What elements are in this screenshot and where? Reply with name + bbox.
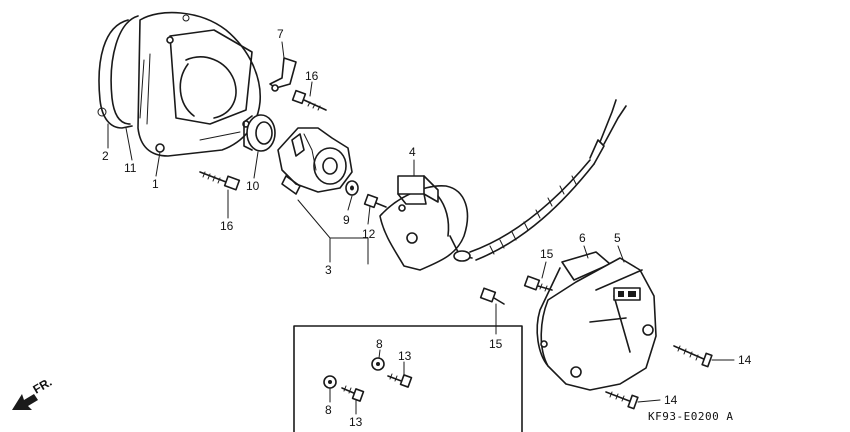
gasket-part [97,14,190,129]
screw-13-a [387,373,413,388]
bolt-15-upper [523,275,553,292]
callout-2: 2 [102,149,109,163]
callout-6: 6 [579,231,586,245]
stator-assembly-part [277,127,353,195]
crankcase-cover-part [137,11,261,157]
screw-12-part [363,193,387,209]
callout-15-upper: 15 [540,247,554,261]
callout-7: 7 [277,27,284,41]
callout-14-lower: 14 [664,393,678,407]
leader-lines [107,41,735,415]
oil-seal-part [243,114,276,152]
callout-3: 3 [325,263,332,277]
callout-16-lower: 16 [220,219,234,233]
callout-1: 1 [152,177,159,191]
inset-box [293,325,523,432]
pulser-coil-part [379,175,473,271]
bolt-14-upper [673,345,713,368]
screw-13-b [341,385,365,402]
callout-15-lower: 15 [489,337,503,351]
callout-8-upper: 8 [376,337,383,351]
bolt-16-lower [199,171,241,191]
drawing-code: KF93-E0200 A [648,410,733,423]
clamp-part [269,57,297,92]
washer-8-a [371,357,385,371]
callout-8-lower: 8 [325,403,332,417]
callout-5: 5 [614,231,621,245]
bolt-16-upper [291,89,327,111]
callout-11: 11 [124,161,137,175]
callout-13-upper: 13 [398,349,412,363]
direction-label: FR. [31,375,55,397]
wire-harness-part [453,99,627,262]
washer-9-part [345,180,359,196]
callout-10: 10 [246,179,260,193]
callout-13-lower: 13 [349,415,363,429]
ignition-cover-part [540,257,657,391]
callout-4: 4 [409,145,416,159]
washer-8-b [323,375,337,389]
bolt-15-lower [479,287,505,305]
callout-14-upper: 14 [738,353,752,367]
callout-12: 12 [362,227,376,241]
arrow-front-icon [12,394,38,410]
bolt-14-lower [605,391,639,410]
callout-9: 9 [343,213,350,227]
callout-16-upper: 16 [305,69,319,83]
